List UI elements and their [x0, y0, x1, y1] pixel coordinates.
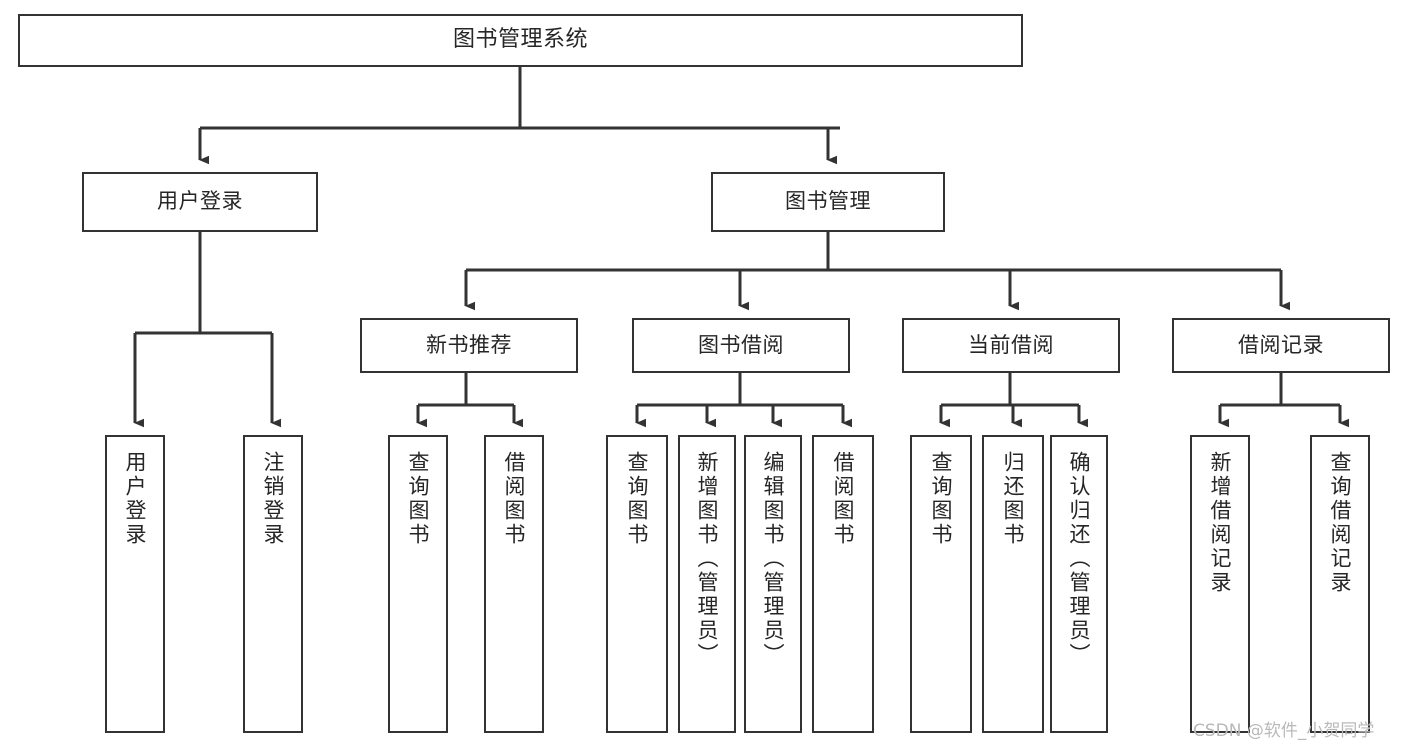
- node-leaf-query-book-2-label: 查询图书: [625, 451, 650, 547]
- node-new-book-recommend[interactable]: 新书推荐: [360, 318, 578, 373]
- node-leaf-borrow-book-1[interactable]: 借阅图书: [484, 435, 544, 733]
- node-leaf-logout[interactable]: 注销登录: [243, 435, 303, 733]
- node-borrow-record-label: 借阅记录: [1238, 332, 1324, 357]
- node-leaf-user-login[interactable]: 用户登录: [105, 435, 165, 733]
- node-leaf-add-record[interactable]: 新增借阅记录: [1190, 435, 1250, 733]
- node-leaf-query-record-label: 查询借阅记录: [1328, 451, 1353, 595]
- node-leaf-add-book-label: 新增图书（管理员）: [695, 451, 720, 667]
- node-root-label: 图书管理系统: [452, 27, 588, 53]
- node-leaf-confirm-return[interactable]: 确认归还（管理员）: [1050, 435, 1108, 733]
- node-book-borrow-label: 图书借阅: [698, 332, 784, 357]
- node-user-login[interactable]: 用户登录: [82, 172, 318, 232]
- node-leaf-user-login-label: 用户登录: [123, 451, 148, 547]
- node-leaf-borrow-book-2-label: 借阅图书: [831, 451, 856, 547]
- node-current-borrow-label: 当前借阅: [968, 332, 1054, 357]
- node-leaf-edit-book[interactable]: 编辑图书（管理员）: [744, 435, 802, 733]
- node-root[interactable]: 图书管理系统: [18, 14, 1023, 67]
- node-leaf-query-book-1[interactable]: 查询图书: [388, 435, 448, 733]
- node-book-borrow[interactable]: 图书借阅: [632, 318, 850, 373]
- node-new-book-recommend-label: 新书推荐: [426, 332, 512, 357]
- node-leaf-query-book-3-label: 查询图书: [929, 451, 954, 547]
- node-leaf-return-book[interactable]: 归还图书: [982, 435, 1044, 733]
- node-leaf-add-record-label: 新增借阅记录: [1208, 451, 1233, 595]
- node-leaf-return-book-label: 归还图书: [1001, 451, 1026, 547]
- node-leaf-query-book-2[interactable]: 查询图书: [606, 435, 668, 733]
- node-borrow-record[interactable]: 借阅记录: [1172, 318, 1390, 373]
- node-leaf-borrow-book-1-label: 借阅图书: [502, 451, 527, 547]
- node-leaf-edit-book-label: 编辑图书（管理员）: [761, 451, 786, 667]
- node-leaf-logout-label: 注销登录: [261, 451, 286, 547]
- csdn-watermark: CSDN @软件_小贺同学: [1193, 721, 1375, 741]
- node-leaf-borrow-book-2[interactable]: 借阅图书: [812, 435, 874, 733]
- node-current-borrow[interactable]: 当前借阅: [902, 318, 1120, 373]
- node-leaf-add-book[interactable]: 新增图书（管理员）: [678, 435, 736, 733]
- node-leaf-query-book-3[interactable]: 查询图书: [910, 435, 972, 733]
- node-book-manage-label: 图书管理: [785, 189, 871, 214]
- node-book-manage[interactable]: 图书管理: [711, 172, 945, 232]
- node-leaf-query-book-1-label: 查询图书: [406, 451, 431, 547]
- node-leaf-query-record[interactable]: 查询借阅记录: [1310, 435, 1370, 733]
- node-leaf-confirm-return-label: 确认归还（管理员）: [1067, 451, 1092, 667]
- node-user-login-label: 用户登录: [157, 189, 243, 214]
